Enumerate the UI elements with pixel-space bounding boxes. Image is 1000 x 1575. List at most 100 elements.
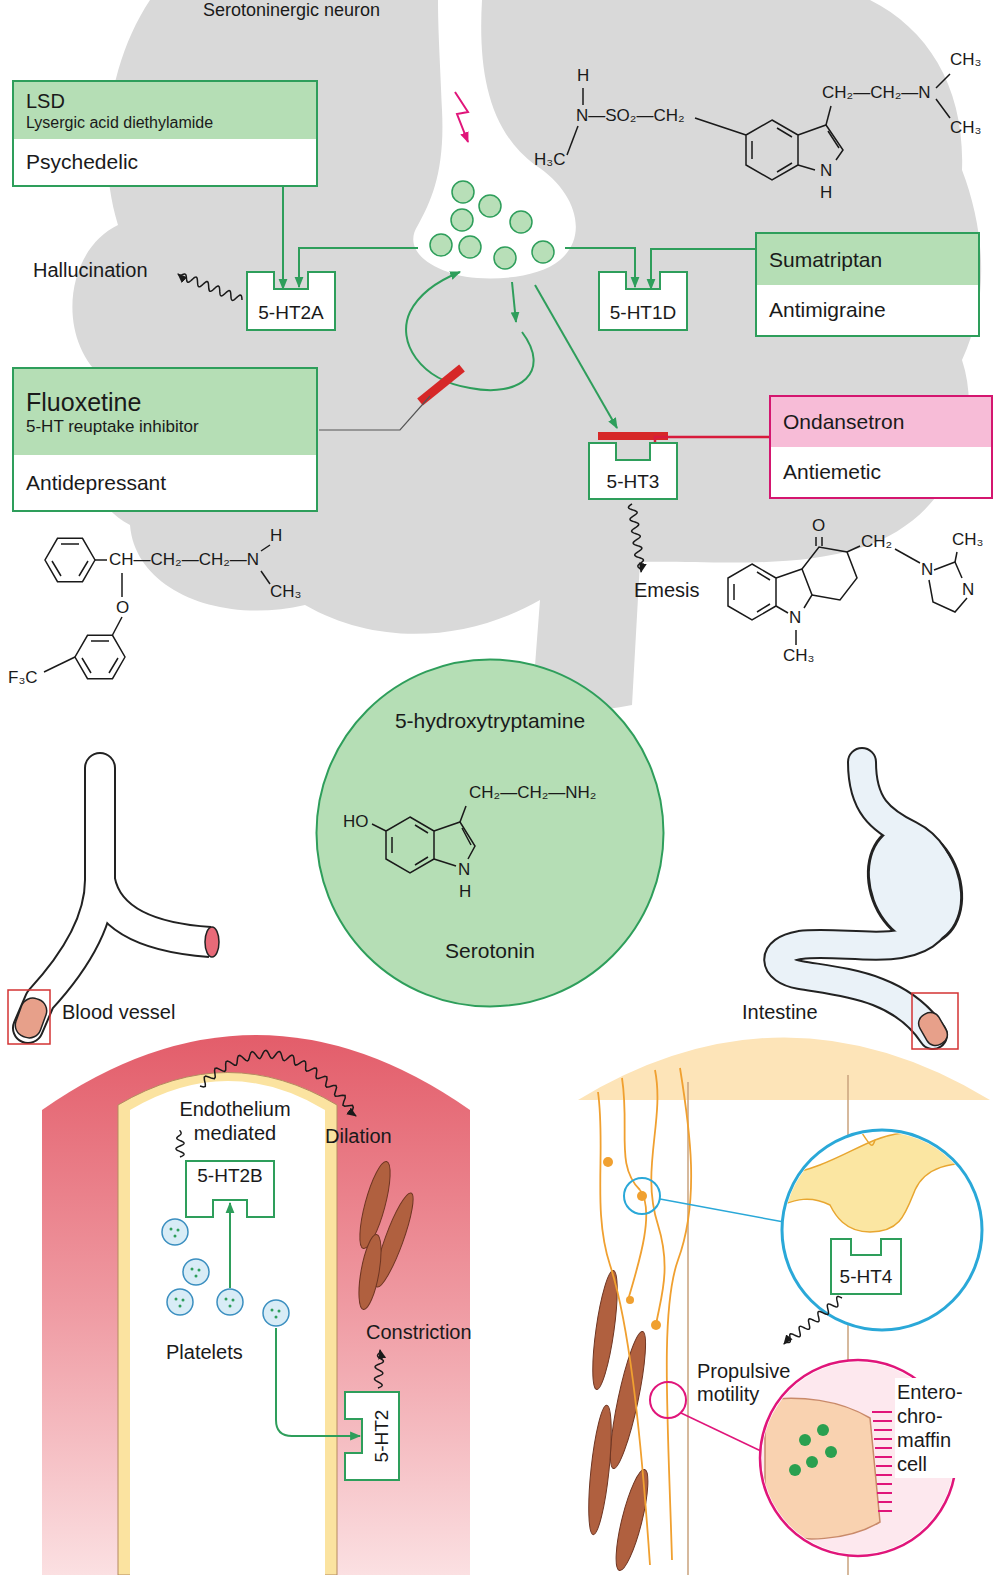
atom-label: F₃C (8, 668, 38, 688)
serotonin-structure (434, 822, 475, 859)
platelet-granule (271, 1309, 274, 1312)
fluoxetine-structure (44, 657, 75, 672)
box-text: Antiemetic (783, 459, 881, 484)
blood-vessel-icon (205, 927, 219, 957)
part-label: Blood vessel (62, 1000, 175, 1024)
smooth-muscle (584, 1269, 654, 1573)
atom-label: CH₃ (952, 530, 983, 550)
atom-label: O (812, 516, 825, 536)
magnifier-synapse (624, 1130, 985, 1330)
platelet (162, 1219, 289, 1326)
magnifier-mucosa (765, 1398, 880, 1539)
region-label: Serotoninergic neuron (203, 0, 380, 22)
sumatriptan-structure (752, 128, 792, 172)
vesicle (532, 241, 554, 263)
atom-label: N (789, 608, 801, 628)
sumatriptan-structure (746, 120, 798, 180)
platelet-granule (175, 1298, 178, 1301)
atom-label: CH₂ (861, 532, 892, 552)
sumatriptan-structure (826, 106, 831, 125)
effect-arrow (784, 1297, 842, 1344)
drug-box: OndansetronAntiemetic (769, 395, 993, 499)
receptor-site: 5-HT1D (598, 271, 688, 331)
fluoxetine-structure (52, 544, 88, 576)
box-body: Antidepressant (14, 455, 316, 510)
platelet-granule (170, 1228, 281, 1319)
platelet-granule (278, 1310, 281, 1313)
part-label: Entero- chro- maffin cell (895, 1378, 977, 1478)
release-arrow (512, 282, 516, 322)
platelet-granule (232, 1299, 235, 1302)
enteric-nerve (598, 1092, 650, 1565)
leader-line (319, 396, 430, 430)
nerve-ending (603, 1157, 613, 1167)
serotonin-structure (434, 859, 456, 866)
serotonergic-terminal (413, 0, 576, 278)
atom-label: N (962, 580, 974, 600)
fluoxetine-structure (121, 573, 123, 597)
magnifier-mucosa (806, 1456, 818, 1468)
vesicle (452, 181, 474, 203)
effect-label: Dilation (325, 1124, 392, 1148)
box-header: Ondansetron (771, 397, 991, 447)
atom-label: CH₃ (950, 118, 981, 138)
drug-box: LSDLysergic acid diethylamidePsychedelic (12, 80, 318, 187)
fluoxetine-structure (261, 545, 270, 584)
atom-label: CH₂—CH₂—NH₂ (469, 783, 596, 803)
atom-label: CH₃ (783, 646, 814, 666)
effect-label: Emesis (634, 578, 700, 602)
blood-vessel-icon (12, 995, 50, 1041)
box-body: Antimigraine (757, 285, 978, 335)
nerve-ending (626, 1296, 634, 1304)
magnifier-mucosa (799, 1434, 811, 1446)
vesicle (494, 247, 516, 269)
vessel-section (42, 1035, 470, 1575)
sumatriptan-structure (798, 165, 815, 170)
serotonin-structure (372, 824, 386, 831)
receptor-outline (247, 272, 335, 330)
vessel-section (130, 1081, 325, 1575)
box-body: Antiemetic (771, 447, 991, 497)
ondansetron-structure (934, 562, 962, 578)
atom-label: HO (343, 812, 369, 832)
receptor-outline (345, 1392, 399, 1480)
platelet (263, 1300, 289, 1326)
vesicle (430, 234, 452, 256)
ondansetron-structure (728, 537, 967, 645)
atom-label: N (820, 161, 832, 181)
receptor-outline (186, 1161, 274, 1217)
vesicle (430, 181, 554, 269)
blood-vessel-icon (8, 768, 219, 1044)
ondansetron-structure (795, 630, 797, 645)
effect-label: Constriction (366, 1320, 472, 1344)
platelet-granule (179, 1305, 182, 1308)
blood-vessel-icon (100, 880, 210, 942)
platelet-granule (225, 1298, 228, 1301)
box-header: Fluoxetine5-HT reuptake inhibitor (14, 369, 316, 455)
platelet (167, 1289, 193, 1315)
blood-vessel-icon (100, 880, 210, 942)
magnifier-synapse (782, 1130, 982, 1330)
fluoxetine-structure (45, 538, 95, 581)
platelet (162, 1219, 188, 1245)
platelet-granule (229, 1305, 232, 1308)
molecule-circle: 5-hydroxytryptamineSerotonin (315, 658, 665, 1008)
serotonin-structure (460, 806, 466, 822)
action-potential (455, 92, 468, 142)
receptor-name: 5-HT2A (258, 302, 323, 325)
stomach-icon (778, 762, 944, 1035)
blood-vessel-icon (8, 990, 50, 1044)
platelet-granule (182, 1299, 185, 1302)
serotonin-structure (462, 828, 471, 845)
ondansetron-structure (929, 580, 967, 612)
platelet (183, 1259, 209, 1285)
vesicle (510, 211, 532, 233)
sumatriptan-structure (695, 118, 746, 135)
fluoxetine-structure (113, 617, 123, 635)
box-body: Psychedelic (14, 139, 316, 185)
receptor-site: 5-HT3 (588, 442, 678, 500)
receptor-outline (599, 272, 687, 330)
ondansetron-structure (776, 606, 788, 613)
box-text: Antidepressant (26, 470, 166, 495)
